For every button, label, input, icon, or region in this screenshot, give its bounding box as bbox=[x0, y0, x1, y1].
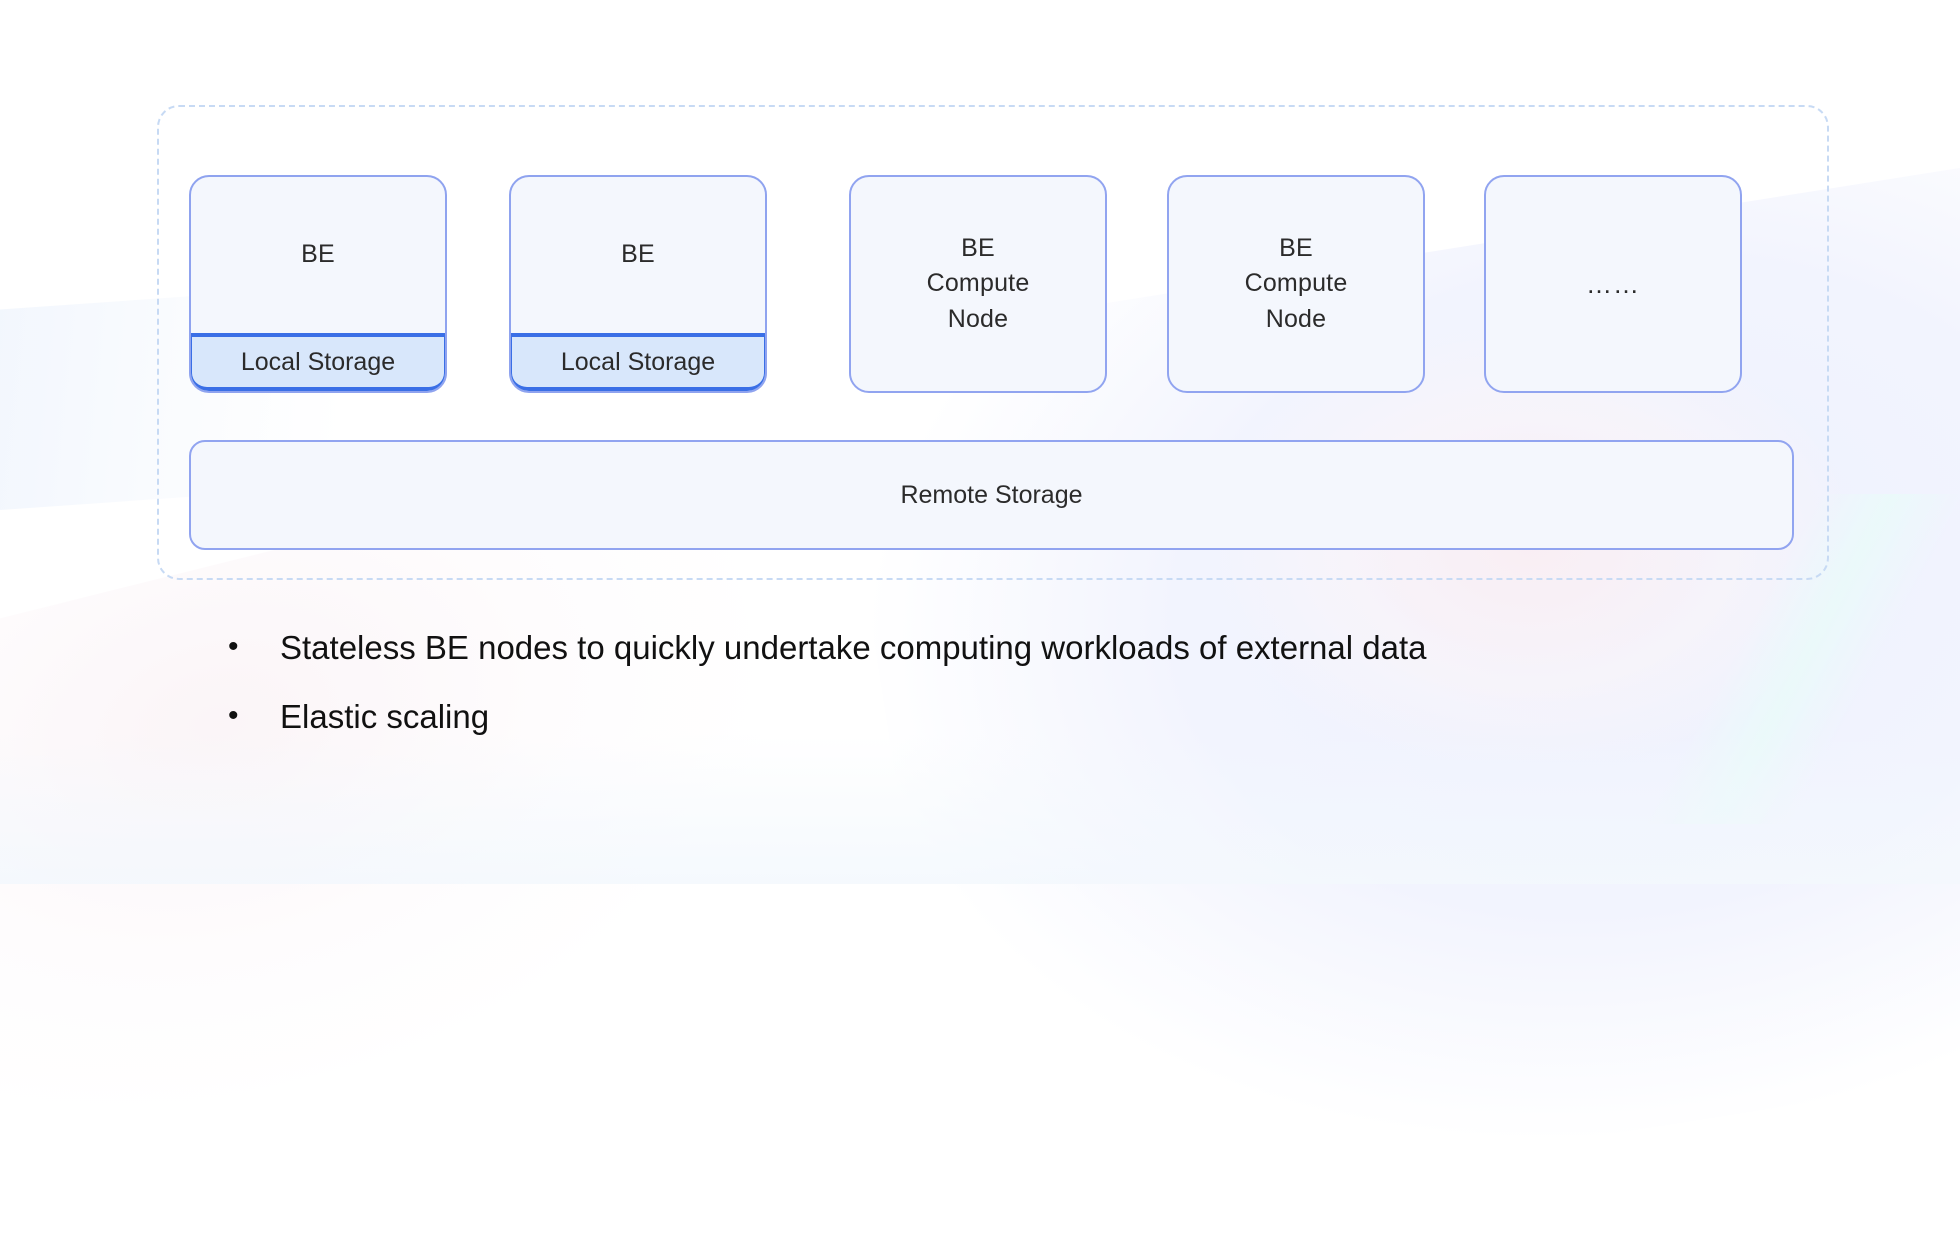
bullet-list: • Stateless BE nodes to quickly undertak… bbox=[228, 627, 1828, 766]
more-nodes-title: …… bbox=[1486, 177, 1740, 391]
bullet-text-2: Elastic scaling bbox=[280, 698, 490, 736]
be-node-2-title: BE bbox=[511, 177, 765, 333]
ellipsis-icon: …… bbox=[1586, 268, 1640, 299]
be-compute-node-1-title-line-1: BE bbox=[961, 233, 995, 262]
be-compute-node-2-title-line-3: Node bbox=[1265, 304, 1327, 333]
node-row: BE Local Storage BE Local Storage BE Com… bbox=[159, 107, 1827, 578]
be-node-1[interactable]: BE Local Storage bbox=[189, 175, 447, 393]
be-node-2-local-storage-label: Local Storage bbox=[560, 347, 716, 376]
remote-storage-label: Remote Storage bbox=[900, 480, 1083, 509]
be-compute-node-1-title-line-2: Compute bbox=[926, 269, 1030, 298]
bullet-text-1: Stateless BE nodes to quickly undertake … bbox=[280, 629, 1427, 666]
remote-storage-bar[interactable]: Remote Storage bbox=[189, 440, 1794, 550]
be-compute-node-2[interactable]: BE Compute Node bbox=[1167, 175, 1425, 393]
be-compute-node-1[interactable]: BE Compute Node bbox=[849, 175, 1107, 393]
be-compute-node-2-title-line-2: Compute bbox=[1244, 269, 1348, 298]
be-compute-node-1-title-line-3: Node bbox=[947, 304, 1009, 333]
be-node-1-title: BE bbox=[191, 177, 445, 333]
bullet-marker-icon-1: • bbox=[228, 630, 239, 663]
be-node-1-local-storage: Local Storage bbox=[191, 333, 445, 391]
bullet-item-2: • Elastic scaling bbox=[228, 696, 1828, 737]
be-node-1-local-storage-label: Local Storage bbox=[240, 347, 396, 376]
be-compute-node-1-title: BE Compute Node bbox=[851, 177, 1105, 391]
more-nodes[interactable]: …… bbox=[1484, 175, 1742, 393]
bullet-item-1: • Stateless BE nodes to quickly undertak… bbox=[228, 627, 1828, 668]
be-node-1-title-line-1: BE bbox=[301, 240, 335, 269]
be-node-2-title-line-1: BE bbox=[621, 240, 655, 269]
be-node-2-local-storage: Local Storage bbox=[511, 333, 765, 391]
bullet-marker-icon-2: • bbox=[228, 699, 239, 733]
architecture-diagram-group: BE Local Storage BE Local Storage BE Com… bbox=[157, 105, 1829, 580]
be-compute-node-2-title-line-1: BE bbox=[1279, 233, 1313, 262]
be-compute-node-2-title: BE Compute Node bbox=[1169, 177, 1423, 391]
be-node-2[interactable]: BE Local Storage bbox=[509, 175, 767, 393]
